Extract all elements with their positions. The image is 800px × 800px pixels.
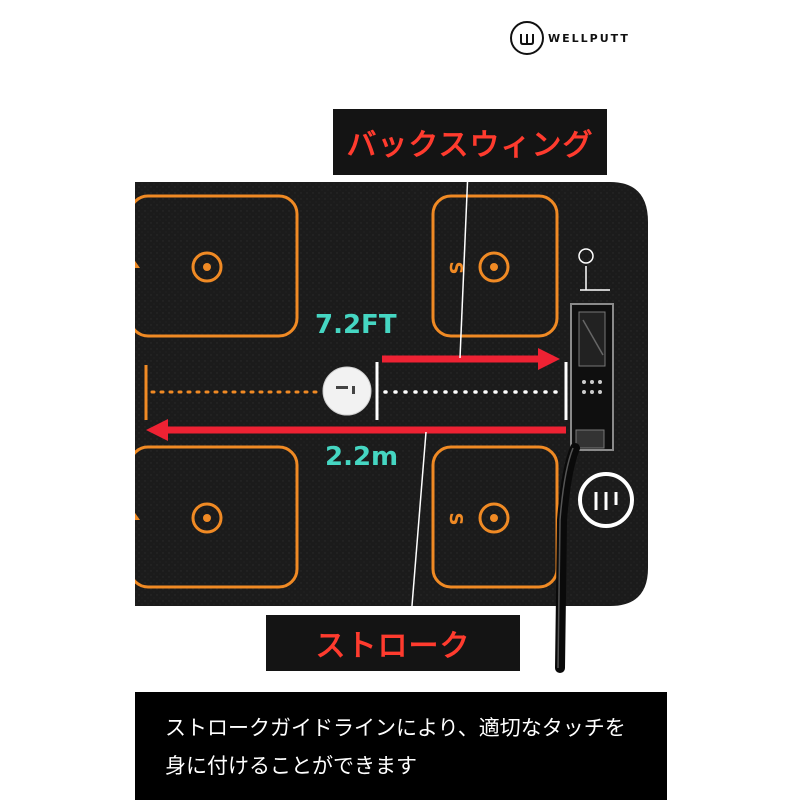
target-box (431, 445, 559, 589)
putter (555, 303, 614, 673)
target-box (431, 194, 559, 338)
mat-surface (135, 182, 648, 606)
caption-line-1: ストロークガイドラインにより、適切なタッチを (165, 716, 626, 740)
backswing-callout: バックスウィング (333, 109, 607, 175)
distance-feet: 7.2FT (315, 310, 397, 340)
logo-mark-icon (510, 21, 544, 55)
backswing-leader (459, 169, 469, 359)
distance-meters: 2.2m (325, 442, 398, 472)
target-hole (478, 502, 510, 534)
caption-bar: ストロークガイドラインにより、適切なタッチを 身に付けることができます (135, 692, 667, 800)
brand-name: WELLPUTT (548, 31, 630, 45)
brand-logo: WELLPUTT (510, 18, 630, 58)
arrow-mark (135, 260, 140, 268)
target-box (135, 194, 299, 338)
s-marking: S (445, 513, 466, 526)
mat-logo-icon (578, 472, 634, 528)
target-hole (191, 251, 223, 283)
s-marking: S (445, 262, 466, 275)
target-hole (478, 251, 510, 283)
stroke-callout: ストローク (266, 615, 520, 671)
golf-ball (323, 367, 371, 415)
mat-icon (578, 248, 594, 264)
target-hole (191, 502, 223, 534)
arrow-mark (135, 512, 140, 520)
caption-line-2: 身に付けることができます (165, 754, 417, 778)
target-box (135, 445, 299, 589)
stroke-leader (410, 431, 427, 619)
